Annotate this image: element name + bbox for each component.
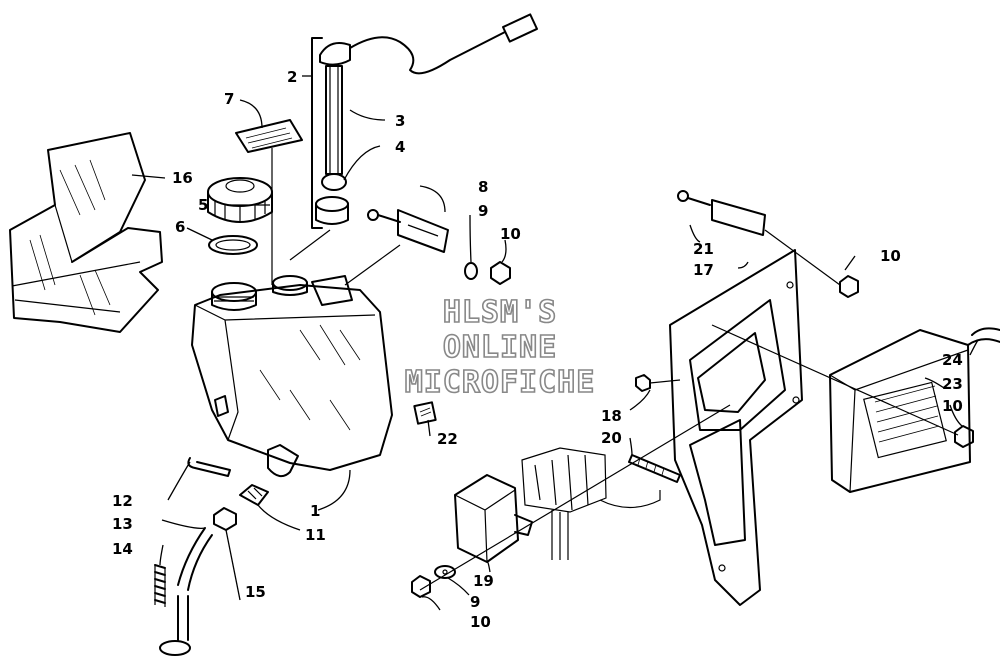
hose-13: [177, 527, 213, 641]
callout-2: 2: [287, 68, 297, 86]
spring-14: [154, 564, 166, 607]
hose-clamp: [159, 640, 191, 656]
callout-20: 20: [601, 429, 622, 447]
watermark-line-2: ONLINE: [443, 330, 557, 365]
callout-18: 18: [601, 407, 622, 425]
callout-16: 16: [172, 169, 193, 187]
relay-19: [454, 474, 533, 563]
callout-12: 12: [112, 492, 133, 510]
decal-7: [235, 119, 303, 153]
gasket-6: [208, 235, 258, 255]
callout-3: 3: [395, 112, 405, 130]
callout-9b: 9: [470, 593, 480, 611]
hose-nut-15: [213, 507, 237, 531]
bolt-spacer-8: [367, 209, 449, 253]
leader-lines: [131, 75, 979, 611]
callout-22: 22: [437, 430, 458, 448]
callout-9a: 9: [478, 202, 488, 220]
heat-shield-16: [9, 132, 163, 333]
callout-15: 15: [245, 583, 266, 601]
bolt-spacer-21: [677, 190, 766, 236]
callout-10b: 10: [880, 247, 901, 265]
fuel-tank-1: [191, 275, 393, 478]
callout-19: 19: [473, 572, 494, 590]
fuel-cap-5: [207, 177, 273, 223]
callout-7: 7: [224, 90, 234, 108]
callouts: 1 2 3 4 5 6 7 8 9 9 10 10 10 10 11 12 13…: [112, 68, 963, 631]
callout-6: 6: [175, 218, 185, 236]
callout-13: 13: [112, 515, 133, 533]
callout-1: 1: [310, 502, 320, 520]
callout-17: 17: [693, 261, 714, 279]
callout-24: 24: [942, 351, 963, 369]
callout-10c: 10: [942, 397, 963, 415]
callout-8: 8: [478, 178, 488, 196]
callout-10a: 10: [500, 225, 521, 243]
callout-10d: 10: [470, 613, 491, 631]
fitting-11: [239, 484, 269, 506]
callout-21: 21: [693, 240, 714, 258]
nut-10: [411, 261, 974, 598]
watermark-line-1: HLSM'S: [443, 295, 557, 330]
cdi-box-23: [829, 329, 971, 493]
washer-9: [434, 262, 478, 579]
clip-24: [967, 327, 1000, 346]
callout-14: 14: [112, 540, 133, 558]
watermark: HLSM'S ONLINE MICROFICHE: [404, 294, 596, 401]
level-sender-2: [311, 13, 538, 229]
engine-detail: [521, 447, 661, 560]
watermark-line-3: MICROFICHE: [405, 365, 596, 400]
callout-5: 5: [198, 196, 208, 214]
clip-12: [187, 457, 231, 477]
bolt-20: [628, 454, 681, 483]
bolt-18: [635, 374, 681, 392]
mounting-plate-17: [669, 249, 803, 606]
decal-22: [413, 401, 437, 425]
callout-23: 23: [942, 375, 963, 393]
callout-4: 4: [395, 138, 405, 156]
assembly-lines: [271, 148, 959, 591]
callout-11: 11: [305, 526, 326, 544]
